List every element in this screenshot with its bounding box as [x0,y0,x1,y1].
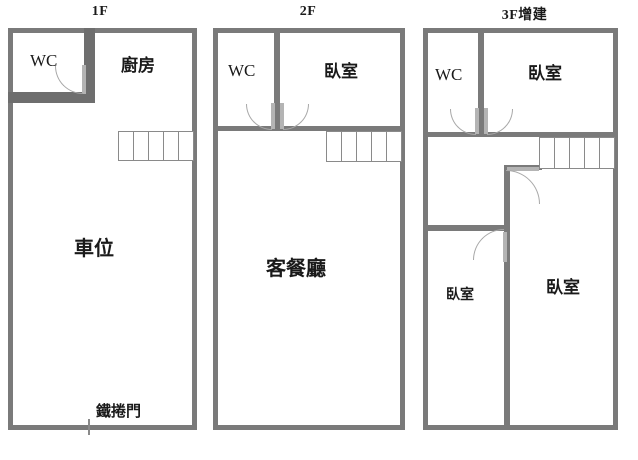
wall-2f-left [213,28,218,430]
door-leaf-1f-wc [82,65,86,94]
room-label-1f-parking: 車位 [74,236,114,260]
stair-step [555,138,570,168]
stair-step [570,138,585,168]
wall-3f-upper-divider [423,132,618,137]
stair-step [585,138,600,168]
wall-3f-bottom [423,425,618,430]
wall-1f-right [192,28,197,430]
door-leaf-3f-bedroom-left [503,232,507,262]
stair-step [149,132,164,160]
wall-2f-right [400,28,405,430]
wall-1f-top [8,28,197,33]
stair-step [119,132,134,160]
wall-2f-bottom [213,425,405,430]
room-label-2f-living-dining: 客餐廳 [266,256,326,280]
stair-step [134,132,149,160]
stair-step [357,132,372,161]
door-leaf-3f-wc [475,108,479,134]
stair-step [387,132,401,161]
wall-2f-wc-partition [274,28,280,131]
room-label-3f-bedroom-left: 臥室 [446,287,474,303]
wall-1f-bottom [8,425,197,430]
floor-title-3f: 3F增建 [501,8,548,23]
staircase-3f [539,137,615,169]
door-swing-3f-hall [506,170,540,204]
room-label-1f-kitchen: 廚房 [121,56,155,76]
wall-3f-top [423,28,618,33]
wall-2f-upper-divider [213,126,405,131]
wall-1f-wc-right [84,28,95,98]
wall-3f-wc-partition [478,28,484,136]
stair-step [540,138,555,168]
staircase-2f [326,131,402,162]
wall-3f-right [613,28,618,430]
door-swing-1f-wc [55,66,83,94]
door-leaf-3f-hall [507,167,539,171]
staircase-1f [118,131,194,161]
stair-step [327,132,342,161]
room-label-3f-bedroom-right: 臥室 [546,278,580,298]
rolling-door-marker [88,419,90,435]
room-label-3f-bedroom-top: 臥室 [528,64,562,84]
wall-3f-left-bedroom-divider [423,225,509,231]
wall-2f-top [213,28,405,33]
room-label-2f-wc: WC [228,61,256,80]
floor-title-1f: 1F [91,4,109,19]
stair-step [600,138,614,168]
floor-block-3f: 3F增建 WC 臥室 臥室 臥室 [418,0,631,460]
room-label-1f-wc: WC [30,51,58,70]
floor-title-2f: 2F [299,4,317,19]
door-leaf-3f-bedroom-top [484,108,488,134]
door-leaf-2f-bedroom [280,103,284,129]
stair-step [179,132,193,160]
stair-step [164,132,179,160]
room-label-3f-wc: WC [435,65,463,84]
door-leaf-2f-wc [271,103,275,129]
stair-step [342,132,357,161]
floor-block-2f: 2F WC 臥室 客餐廳 [208,0,408,460]
door-swing-3f-bedroom-left [473,229,504,260]
feature-label-1f-rolling-door: 鐵捲門 [96,402,142,420]
floor-block-1f: 1F WC 廚房 車位 鐵捲門 [0,0,200,460]
wall-1f-left [8,28,13,430]
wall-1f-wc-bottom [8,92,95,103]
wall-3f-lower-vertical [504,165,510,430]
room-label-2f-bedroom: 臥室 [324,62,358,82]
stair-step [372,132,387,161]
